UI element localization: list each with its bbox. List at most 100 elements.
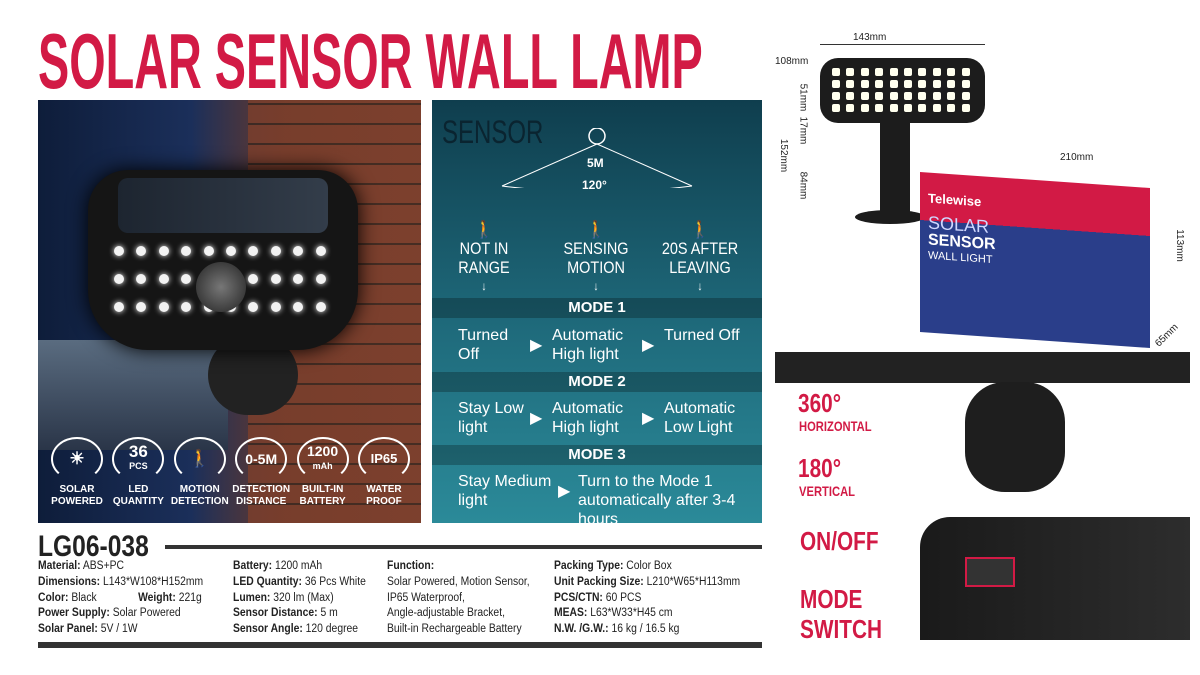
led [918,80,927,88]
divider-top [165,545,762,549]
spec-col-3: Function: Solar Powered, Motion Sensor, … [387,560,530,636]
model-number: LG06-038 [38,530,149,563]
led [918,68,927,76]
led [860,80,869,88]
vertical-degrees: 180° [798,453,842,483]
vertical-label: VERTICAL [799,483,855,499]
sensor-panel: SENSOR 5M 120° 🚶NOT IN RANGE↓ 🚶SENSING M… [432,100,762,528]
horizontal-label: HORIZONTAL [799,418,872,434]
page-title: SOLAR SENSOR WALL LAMP [38,17,703,105]
led [932,104,941,112]
button-image [965,557,1015,587]
led [932,80,941,88]
led [315,274,326,284]
onoff-label: ON/OFF [800,526,879,556]
arrow-down-icon: ↓ [593,279,599,293]
led [961,104,970,112]
led [947,80,956,88]
width-arrow [820,44,985,45]
product-photo [38,100,421,523]
led [860,68,869,76]
mode-3-label: MODE 3 [432,445,762,465]
led [158,274,169,284]
solar-panel-icon: ☀ [51,437,103,481]
horizontal-degrees: 360° [798,388,842,418]
arrow-right-icon: ▶ [642,410,655,427]
led [248,246,259,256]
led [181,246,192,256]
lamp-image [88,170,358,350]
state-after-leaving: 🚶20S AFTER LEAVING↓ [658,220,743,296]
arrow-down-icon: ↓ [481,279,487,293]
pir-sensor [196,262,246,312]
spec-row: Dimensions: L143*W108*H152mm [38,575,204,588]
led [136,246,147,256]
spec-col-1: Material: ABS+PC Dimensions: L143*W108*H… [38,559,203,638]
arrow-right-icon: ▶ [530,410,543,427]
led [903,80,912,88]
led [832,80,840,88]
person-icon: 🚶 [474,220,493,239]
spec-row: Material: ABS+PC [38,560,125,572]
person-icon: 🚶 [690,220,709,239]
led [293,274,304,284]
led [225,246,236,256]
led [114,302,124,312]
mode-label: MODE [800,584,863,614]
spec-row: N.W. /G.W.: 16 kg / 16.5 kg [554,623,680,636]
rotation-closeup [775,352,1190,507]
spec-row: Unit Packing Size: L210*W65*H113mm [554,575,741,588]
mode-2-label: MODE 2 [432,372,762,392]
led [832,68,840,76]
led [181,302,192,312]
spec-row: Lumen: 320 lm (Max) [233,591,334,604]
led [315,246,326,256]
led [114,246,124,256]
lamp-front-image [820,58,985,123]
dimension-diagram: 143mm 108mm 152mm 51mm 17mm 84mm 210mm T… [775,32,1185,350]
led [889,80,898,88]
arrow-right-icon: ▶ [642,337,655,354]
spec-col-2: Battery: 1200 mAh LED Quantity: 36 Pcs W… [233,559,366,638]
led [293,302,304,312]
led [875,68,884,76]
spec-row: Solar Panel: 5V / 1W [38,623,138,636]
spec-row: Sensor Angle: 120 degree [233,623,359,636]
led [158,246,169,256]
led [961,92,970,100]
arrow-right-icon: ▶ [530,337,543,354]
spec-row: PCS/CTN: 60 PCS [554,591,642,604]
led [860,104,869,112]
arrow-down-icon: ↓ [697,279,703,293]
spec-row: MEAS: L63*W33*H45 cm [554,607,673,620]
led [846,104,855,112]
house-background [38,340,228,450]
led [293,246,304,256]
led [947,104,956,112]
divider-bottom [38,642,762,648]
led [875,80,884,88]
led [158,302,169,312]
distance-icon: 0-5M [235,437,288,481]
spec-row: Sensor Distance: 5 m [233,607,338,620]
led [315,302,326,312]
led [889,92,898,100]
led [270,274,281,284]
sensor-range-diagram [501,128,693,188]
led [932,92,941,100]
buttons-closeup [920,517,1190,640]
led [903,92,912,100]
solar-panel [118,178,328,233]
led [846,92,855,100]
switch-label: SWITCH [800,614,883,644]
spec-row: Power Supply: Solar Powered [38,607,181,620]
led [136,274,147,284]
